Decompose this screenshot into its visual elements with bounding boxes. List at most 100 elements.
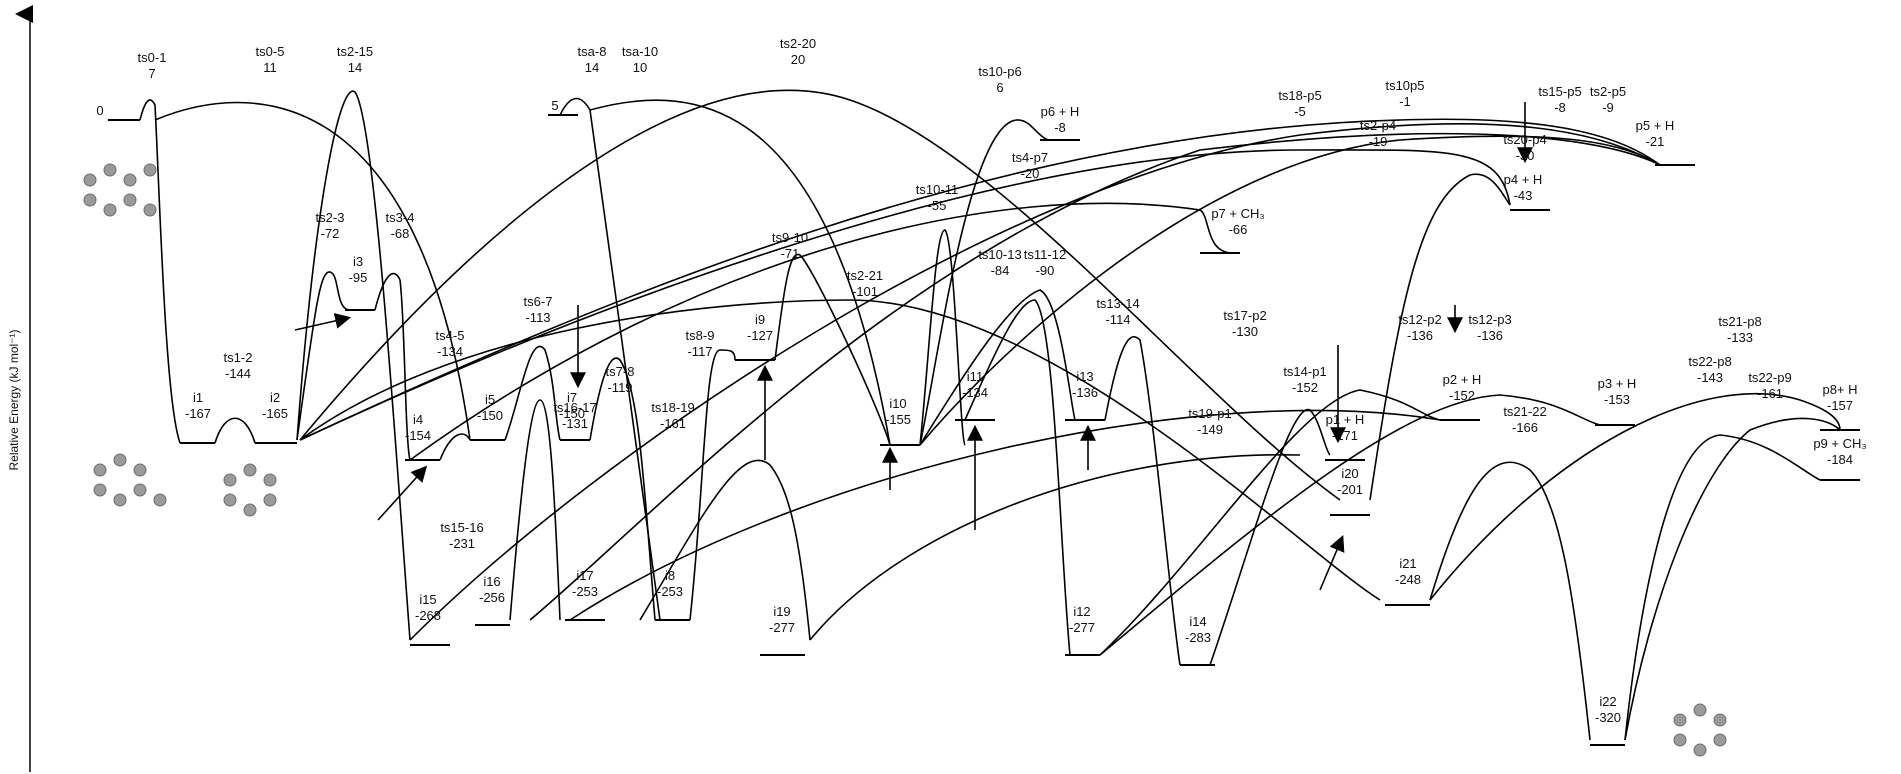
state-name-ts16-17: ts16-17 bbox=[553, 400, 596, 415]
state-name-ts21-p8: ts21-p8 bbox=[1718, 314, 1761, 329]
state-name-ts15-p5: ts15-p5 bbox=[1538, 84, 1581, 99]
state-name-p1: p1 + H bbox=[1326, 412, 1365, 427]
state-name-ts7-8: ts7-8 bbox=[606, 364, 635, 379]
state-name-i11: i11 bbox=[967, 369, 983, 384]
state-name-ts0-5: ts0-5 bbox=[256, 44, 285, 59]
state-energy-ts8-9: -117 bbox=[687, 344, 712, 359]
state-energy-ts10-p6: 6 bbox=[996, 80, 1003, 95]
path-ts10-p6 bbox=[919, 119, 1051, 446]
state-name-p9: p9 + CH₃ bbox=[1813, 436, 1866, 451]
state-energy-ts2-3: -72 bbox=[321, 226, 340, 241]
state-energy-ts10-13: -84 bbox=[991, 263, 1010, 278]
state-energy-ts19-p1: -149 bbox=[1197, 422, 1223, 437]
state-energy-ts22-p9: -161 bbox=[1757, 386, 1783, 401]
state-energy-i2: -165 bbox=[262, 406, 288, 421]
state-energy-p9: -184 bbox=[1827, 452, 1853, 467]
path-ts18-19 bbox=[639, 459, 811, 641]
state-name-i14: i14 bbox=[1189, 614, 1206, 629]
molecule-structures bbox=[83, 163, 1727, 757]
state-name-p4: p4 + H bbox=[1504, 172, 1543, 187]
pointer-arrows bbox=[294, 102, 1533, 591]
state-energy-i7: -150 bbox=[559, 406, 585, 421]
y-axis: Relative Energy (kJ mol⁻¹) bbox=[7, 5, 33, 772]
state-name-ts22-p8: ts22-p8 bbox=[1688, 354, 1731, 369]
reaction-pathways bbox=[139, 89, 1841, 741]
state-name-ts20-p4: ts20-p4 bbox=[1503, 132, 1546, 147]
state-energy-p1: -171 bbox=[1332, 428, 1358, 443]
state-name-ts4-p7: ts4-p7 bbox=[1012, 150, 1048, 165]
state-name-p6: p6 + H bbox=[1041, 104, 1080, 119]
state-name-i20: i20 bbox=[1341, 466, 1358, 481]
state-energy-i15: -268 bbox=[415, 608, 441, 623]
state-name-i3: i3 bbox=[353, 254, 363, 269]
path-ts0-5 bbox=[154, 101, 471, 441]
state-name-i1: i1 bbox=[193, 390, 203, 405]
path-ts12-p2 bbox=[1099, 389, 1441, 656]
state-energy-ts0-1: 7 bbox=[148, 66, 155, 81]
state-energy-p4: -43 bbox=[1514, 188, 1533, 203]
path-ts10p5 bbox=[919, 135, 1661, 446]
state-energy-i22: -320 bbox=[1595, 710, 1621, 725]
state-energy-ts21-p8: -133 bbox=[1727, 330, 1753, 345]
path-ts10-13 bbox=[919, 289, 1076, 446]
state-name-ts10p5: ts10p5 bbox=[1385, 78, 1424, 93]
path-ts2-p5 bbox=[299, 118, 1661, 441]
state-energy-p8: -157 bbox=[1827, 398, 1853, 413]
state-name-ts18-p5: ts18-p5 bbox=[1278, 88, 1321, 103]
path-ts9-10 bbox=[774, 253, 891, 446]
state-name-i21: i21 bbox=[1399, 556, 1416, 571]
state-energy-i19: -277 bbox=[769, 620, 795, 635]
state-name-ts15-16: ts15-16 bbox=[440, 520, 483, 535]
state-name-ts14-p1: ts14-p1 bbox=[1283, 364, 1326, 379]
state-energy-ts14-p1: -152 bbox=[1292, 380, 1318, 395]
path-ts14-p1 bbox=[1209, 408, 1331, 666]
arrow-i20 bbox=[1319, 535, 1345, 591]
state-energy-i4: -154 bbox=[405, 428, 431, 443]
state-name-ts21-22: ts21-22 bbox=[1503, 404, 1546, 419]
state-energy-i12: -277 bbox=[1069, 620, 1095, 635]
state-energy-p2: -152 bbox=[1449, 388, 1475, 403]
state-name-p7: p7 + CH₃ bbox=[1211, 206, 1264, 221]
path-ts8-9 bbox=[689, 349, 736, 621]
state-energy-i8: -253 bbox=[657, 584, 683, 599]
y-axis-label: Relative Energy (kJ mol⁻¹) bbox=[7, 329, 21, 470]
state-energy-r5: 5 bbox=[551, 98, 558, 113]
state-energy-i20: -201 bbox=[1337, 482, 1363, 497]
state-name-i2: i2 bbox=[270, 390, 280, 405]
state-energy-ts18-p5: -5 bbox=[1294, 104, 1306, 119]
state-name-ts9-10: ts9-10 bbox=[772, 230, 808, 245]
path-ts12-p3 bbox=[1099, 394, 1601, 656]
molecule-reactant-naphthyl bbox=[83, 163, 157, 217]
state-name-ts0-1: ts0-1 bbox=[138, 50, 167, 65]
arrow-i4 bbox=[377, 465, 428, 521]
state-energy-ts16-17: -131 bbox=[562, 416, 588, 431]
path-ts6-7 bbox=[504, 346, 561, 441]
state-name-ts1-2: ts1-2 bbox=[224, 350, 253, 365]
state-energy-ts7-8: -119 bbox=[607, 380, 632, 395]
path-ts1-2 bbox=[214, 417, 256, 444]
path-ts7-8 bbox=[589, 357, 656, 621]
state-energy-ts15-16: -231 bbox=[449, 536, 475, 551]
state-name-ts4-5: ts4-5 bbox=[436, 328, 465, 343]
path-ts10-11 bbox=[919, 229, 966, 446]
state-name-ts10-11: ts10-11 bbox=[916, 182, 958, 197]
path-ts0-1 bbox=[139, 99, 181, 444]
state-energy-ts22-p8: -143 bbox=[1697, 370, 1723, 385]
state-name-i19: i19 bbox=[773, 604, 790, 619]
state-energy-i3: -95 bbox=[349, 270, 368, 285]
state-energy-ts2-21: -101 bbox=[852, 284, 878, 299]
state-energy-p6: -8 bbox=[1054, 120, 1066, 135]
state-energy-i10: -155 bbox=[885, 412, 911, 427]
path-ts2-15 bbox=[296, 90, 411, 641]
molecule-i22 bbox=[1673, 703, 1727, 757]
state-name-ts19-p1: ts19-p1 bbox=[1188, 406, 1231, 421]
state-energy-ts9-10: -71 bbox=[781, 246, 800, 261]
state-energy-tsa-8: 14 bbox=[585, 60, 599, 75]
state-energy-i5: -150 bbox=[477, 408, 503, 423]
state-name-ts3-4: ts3-4 bbox=[386, 210, 415, 225]
state-energy-ts10-11: -55 bbox=[928, 198, 947, 213]
state-energy-i1: -167 bbox=[185, 406, 211, 421]
state-energy-ts2-p5: -9 bbox=[1602, 100, 1614, 115]
path-ts2-3 bbox=[296, 271, 351, 441]
